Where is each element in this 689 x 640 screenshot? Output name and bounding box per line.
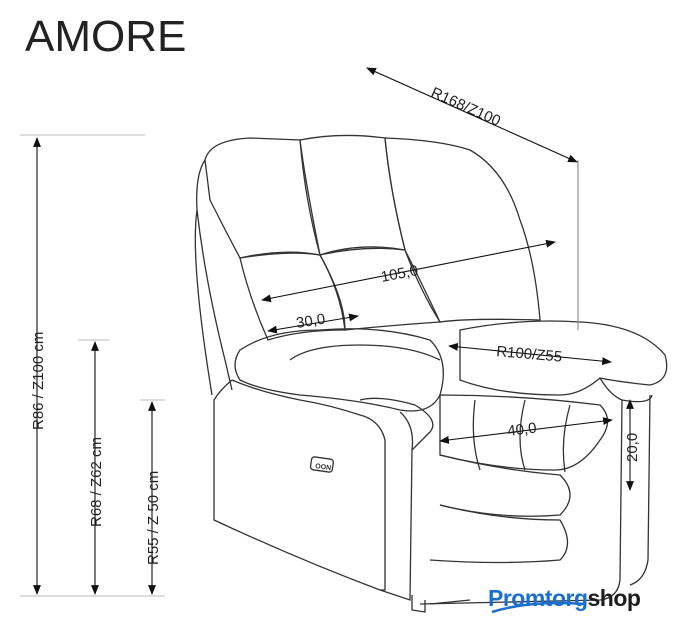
armchair-drawing xyxy=(194,134,668,613)
width-label: 105,0 xyxy=(380,262,420,286)
logo-part2: shop xyxy=(587,585,641,611)
product-title: AMORE xyxy=(25,12,187,61)
logo-swoosh xyxy=(491,601,586,614)
seat-depth-label: R100/Z55 xyxy=(496,343,563,366)
armrest-width-label: 30,0 xyxy=(295,311,327,332)
cushion-height-label: 20,0 xyxy=(624,433,641,462)
total-height-label: R86 / Z100 cm xyxy=(30,332,47,430)
logo-part1: Promtorg xyxy=(488,585,588,611)
armrest-height-label: R68 / Z62 cm xyxy=(88,437,105,527)
promtorgshop-logo: Promtorgshop xyxy=(488,585,641,612)
seat-width-label: 40,0 xyxy=(506,420,537,440)
reclined-length-label: R168/Z100 xyxy=(428,84,503,130)
seat-height-label: R55 / Z 50 cm xyxy=(145,471,162,565)
control-button-label: OON xyxy=(315,463,332,472)
